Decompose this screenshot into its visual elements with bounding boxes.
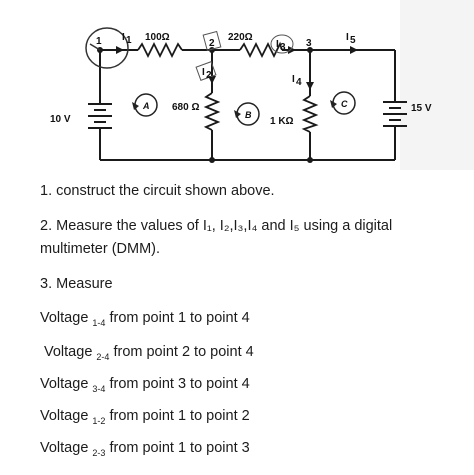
node-4-dot: [209, 157, 215, 163]
measurement-item: Voltage 3-4 from point 3 to point 4: [40, 376, 250, 394]
mesh-arrows: [132, 100, 337, 118]
mesh-c-label: C: [341, 99, 348, 109]
circuit-wires: [99, 49, 396, 161]
node-1-probe-circle: [85, 27, 129, 69]
current-i2-marker: [195, 61, 217, 81]
measurement-item: Voltage 2-3 from point 1 to point 3: [40, 440, 250, 458]
probe-lead-icon: [89, 43, 101, 51]
resistor-220-zigzag: [239, 41, 283, 59]
question-1: 1. construct the circuit shown above.: [40, 183, 275, 199]
resistor-680-label: 680 Ω: [172, 102, 199, 113]
svg-text:5: 5: [350, 35, 356, 46]
node-3-dot: [307, 47, 313, 53]
resistor-1k-label: 1 KΩ: [270, 116, 294, 127]
resistor-220-label: 220Ω: [228, 32, 253, 43]
source-left-label: 10 V: [50, 114, 71, 125]
battery-left-icon: [88, 103, 112, 129]
question-2-line-2: multimeter (DMM).: [40, 241, 161, 257]
mesh-b-arrow-icon: [234, 110, 241, 118]
svg-text:I: I: [292, 74, 295, 85]
node-bottom-dot: [307, 157, 313, 163]
node-1-label: 1: [96, 36, 102, 47]
svg-text:2: 2: [206, 70, 212, 81]
question-3: 3. Measure: [40, 276, 113, 292]
current-i3-marker: [270, 34, 294, 54]
measurement-item: Voltage 1-4 from point 1 to point 4: [40, 310, 250, 328]
resistor-1k-zigzag: [301, 95, 319, 133]
question-2-line-1: 2. Measure the values of I₁, I₂,I₃,I₄ an…: [40, 218, 393, 234]
current-arrows: [116, 46, 358, 90]
mesh-b-label: B: [245, 110, 252, 120]
mesh-c-arrow-icon: [330, 100, 337, 108]
svg-text:4: 4: [296, 77, 302, 88]
measurement-item: Voltage 2-4 from point 2 to point 4: [44, 344, 254, 362]
resistor-100-label: 100Ω: [145, 32, 170, 43]
source-right-label: 15 V: [411, 103, 432, 114]
node-2-marker: [202, 30, 222, 52]
resistor-100-zigzag: [137, 41, 183, 59]
svg-text:3: 3: [280, 42, 286, 53]
node-3-label: 3: [306, 38, 312, 49]
svg-text:1: 1: [126, 35, 132, 46]
mesh-a-label: A: [142, 101, 150, 111]
current-i2-arrow-icon: [208, 76, 216, 84]
background-blur: [400, 0, 474, 170]
resistor-680-zigzag: [203, 92, 221, 131]
current-i1-arrow-icon: [116, 46, 124, 54]
svg-text:I: I: [122, 32, 125, 43]
node-2-label: 2: [209, 38, 215, 49]
current-i4-arrow-icon: [306, 82, 314, 90]
measurement-item: Voltage 1-2 from point 1 to point 2: [40, 408, 250, 426]
battery-right-icon: [383, 101, 407, 127]
current-i3-arrow-icon: [288, 46, 296, 54]
current-i5-arrow-icon: [350, 46, 358, 54]
svg-text:I: I: [346, 32, 349, 43]
svg-text:I: I: [202, 67, 205, 78]
svg-text:I: I: [276, 39, 279, 50]
mesh-a-arrow-icon: [132, 102, 139, 110]
